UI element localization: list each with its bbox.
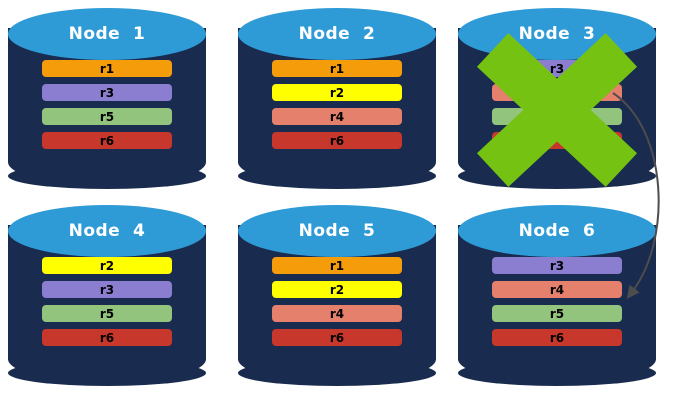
record-bar-r1[interactable]: r1 <box>272 60 402 77</box>
record-list: r1 r3 r5 r6 <box>42 60 172 156</box>
record-bar-r5[interactable]: r5 <box>492 108 622 125</box>
record-list: r3 r4 r5 r6 <box>492 60 622 156</box>
record-bar-r5[interactable]: r5 <box>42 108 172 125</box>
node-5[interactable]: Node 5 r1 r2 r4 r6 <box>238 205 436 386</box>
record-bar-r5[interactable]: r5 <box>42 305 172 322</box>
record-bar-r4[interactable]: r4 <box>492 84 622 101</box>
node-3[interactable]: Node 3 r3 r4 r5 r6 <box>458 8 656 189</box>
record-bar-r6[interactable]: r6 <box>492 132 622 149</box>
record-bar-r2[interactable]: r2 <box>272 281 402 298</box>
record-list: r1 r2 r4 r6 <box>272 257 402 353</box>
record-bar-r3[interactable]: r3 <box>492 60 622 77</box>
node-label: Node 6 <box>518 221 596 241</box>
record-bar-r1[interactable]: r1 <box>272 257 402 274</box>
record-bar-r3[interactable]: r3 <box>492 257 622 274</box>
record-bar-r3[interactable]: r3 <box>42 281 172 298</box>
cylinder-top <box>8 8 206 60</box>
node-1[interactable]: Node 1 r1 r3 r5 r6 <box>8 8 206 189</box>
record-list: r3 r4 r5 r6 <box>492 257 622 353</box>
record-bar-r3[interactable]: r3 <box>42 84 172 101</box>
node-label: Node 3 <box>518 24 596 44</box>
record-bar-r2[interactable]: r2 <box>272 84 402 101</box>
record-bar-r6[interactable]: r6 <box>42 132 172 149</box>
record-list: r1 r2 r4 r6 <box>272 60 402 156</box>
node-2[interactable]: Node 2 r1 r2 r4 r6 <box>238 8 436 189</box>
record-bar-r1[interactable]: r1 <box>42 60 172 77</box>
record-bar-r6[interactable]: r6 <box>272 132 402 149</box>
cylinder-top <box>238 205 436 257</box>
record-list: r2 r3 r5 r6 <box>42 257 172 353</box>
node-6[interactable]: Node 6 r3 r4 r5 r6 <box>458 205 656 386</box>
node-label: Node 4 <box>68 221 146 241</box>
record-bar-r6[interactable]: r6 <box>492 329 622 346</box>
record-bar-r6[interactable]: r6 <box>272 329 402 346</box>
record-bar-r2[interactable]: r2 <box>42 257 172 274</box>
record-bar-r6[interactable]: r6 <box>42 329 172 346</box>
record-bar-r5[interactable]: r5 <box>492 305 622 322</box>
record-bar-r4[interactable]: r4 <box>272 305 402 322</box>
record-bar-r4[interactable]: r4 <box>492 281 622 298</box>
node-4[interactable]: Node 4 r2 r3 r5 r6 <box>8 205 206 386</box>
cylinder-top <box>238 8 436 60</box>
cylinder-top <box>8 205 206 257</box>
record-bar-r4[interactable]: r4 <box>272 108 402 125</box>
node-label: Node 1 <box>68 24 146 44</box>
node-label: Node 2 <box>298 24 376 44</box>
node-label: Node 5 <box>298 221 376 241</box>
